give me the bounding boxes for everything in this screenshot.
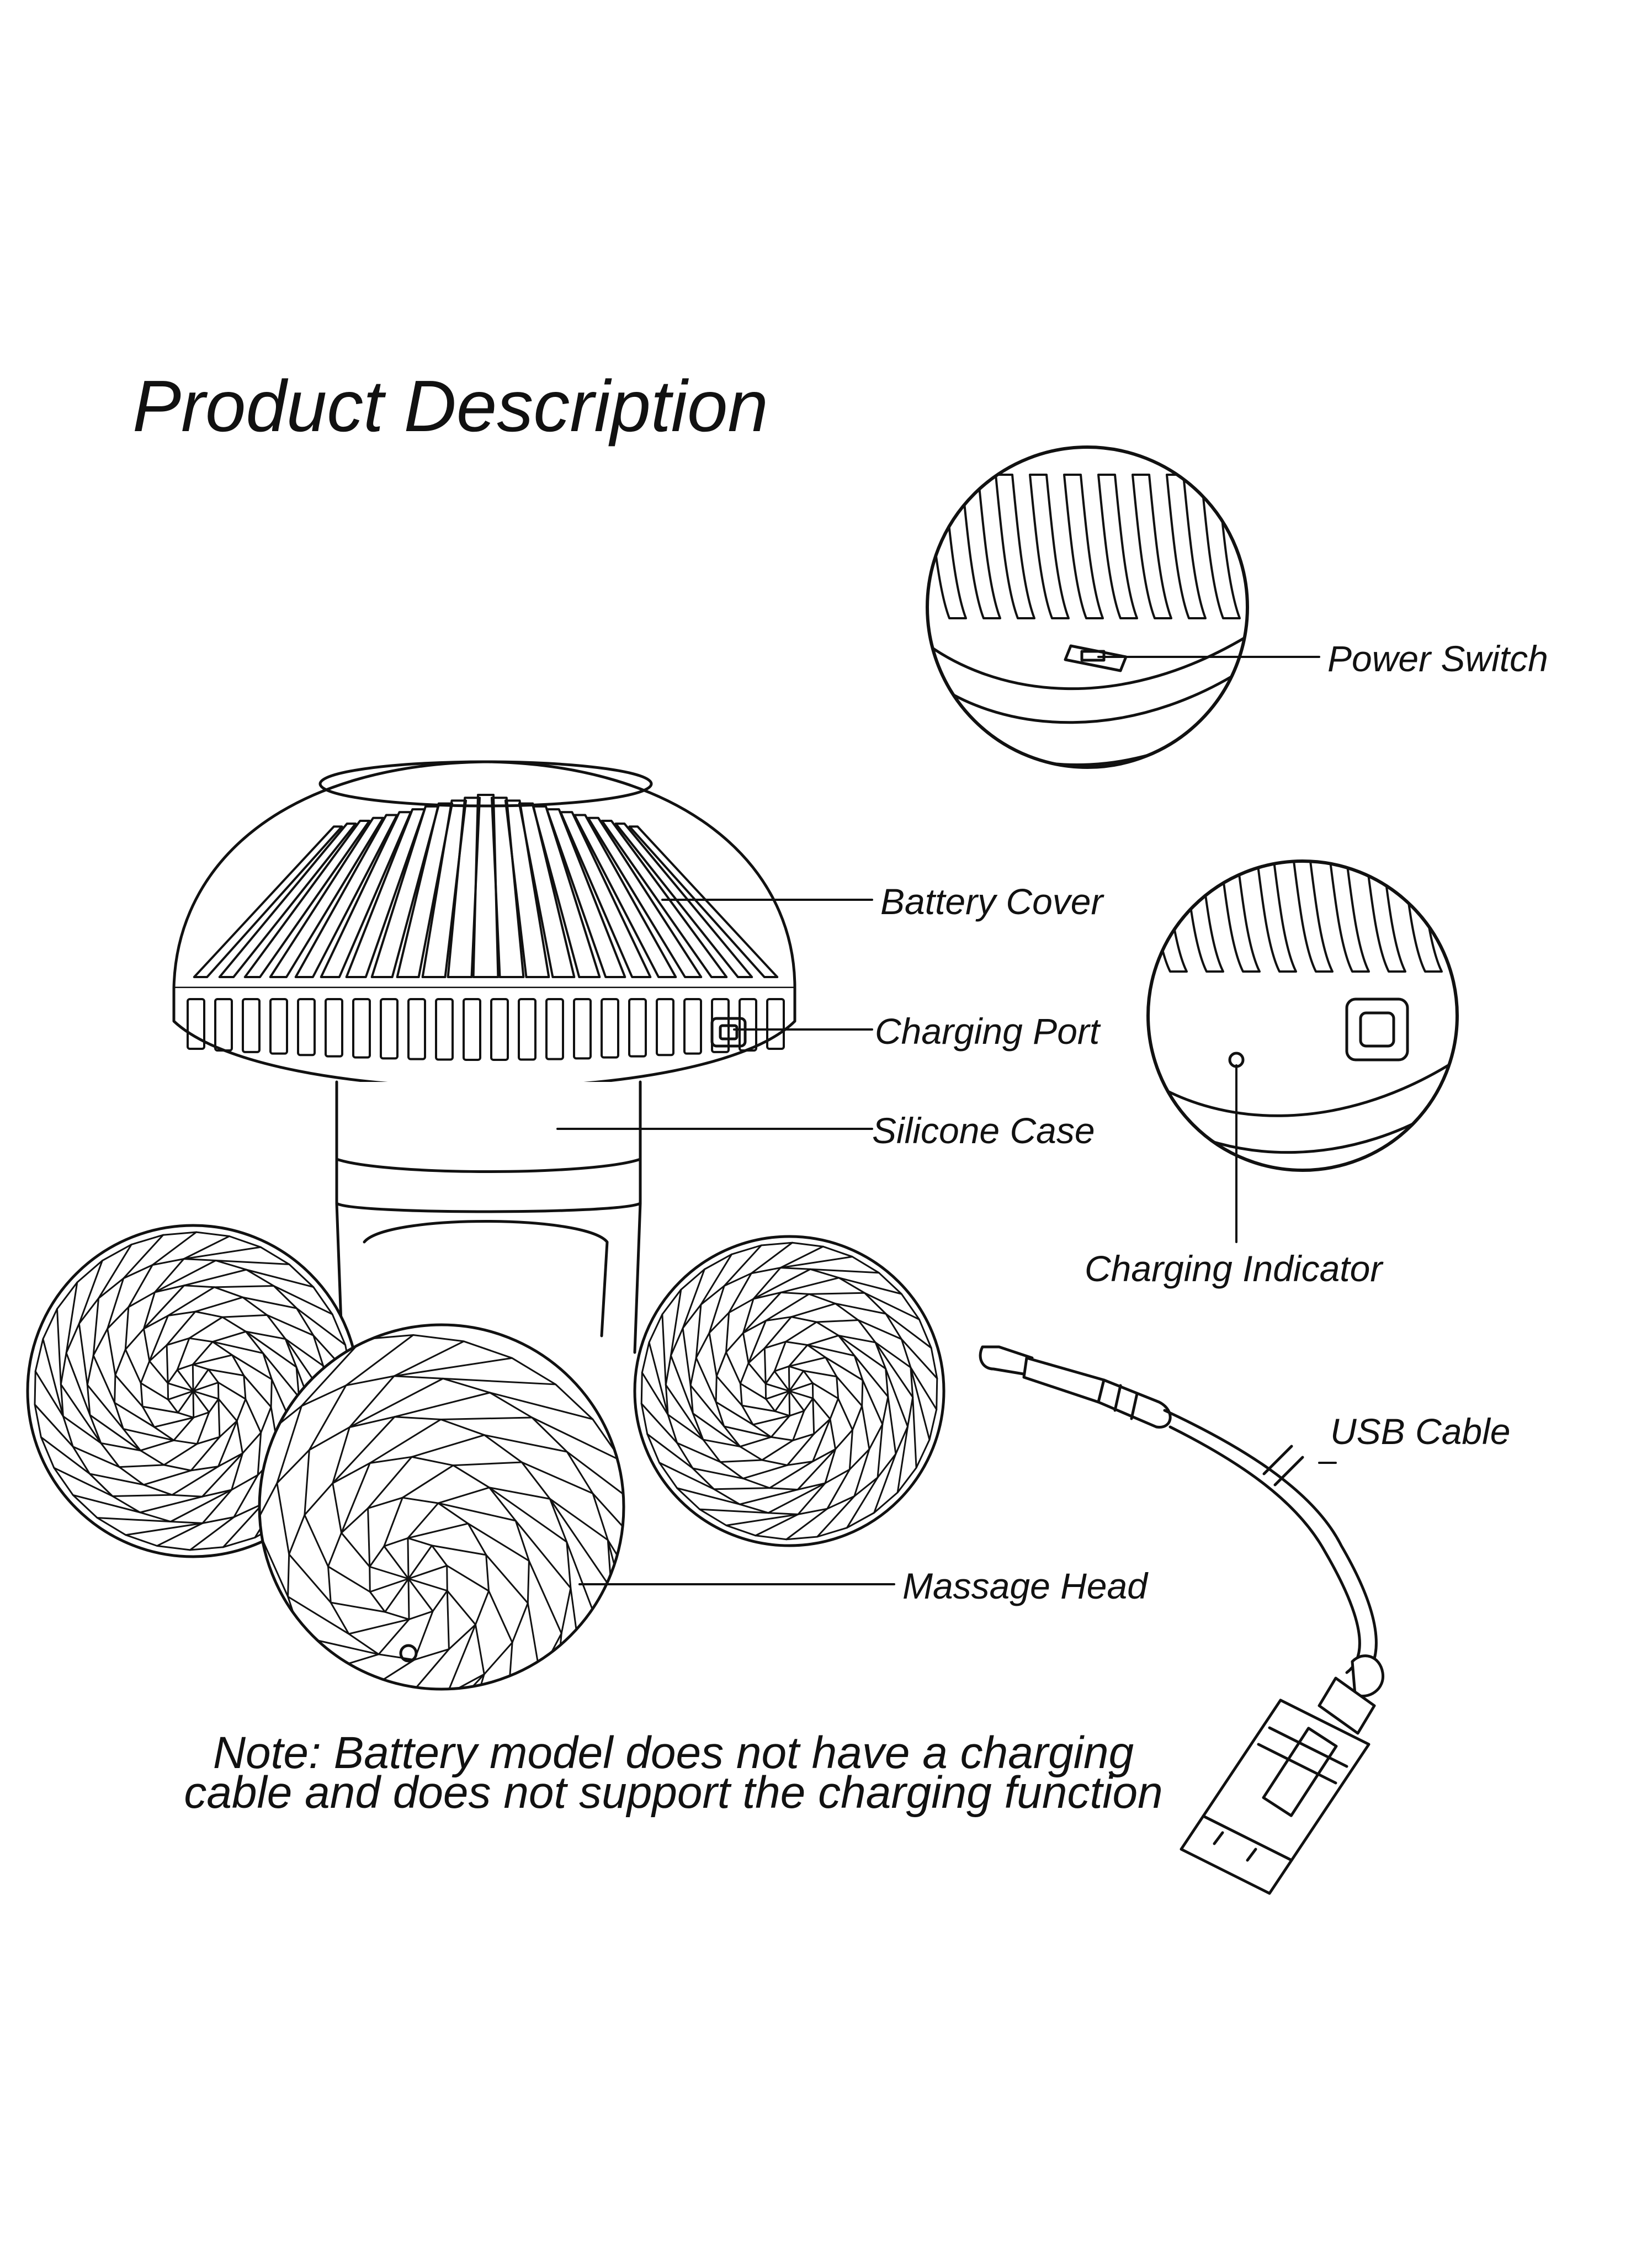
label-power-switch: Power Switch bbox=[1327, 638, 1548, 679]
note-line-1: Note: Battery model does not have a char… bbox=[213, 1728, 1134, 1778]
label-usb-cable: USB Cable bbox=[1330, 1411, 1511, 1452]
usb-cable-illustration bbox=[979, 1345, 1384, 1895]
battery-cover-cap bbox=[172, 760, 796, 1089]
leader-lines bbox=[556, 656, 1337, 1585]
label-battery-cover: Battery Cover bbox=[880, 881, 1103, 922]
page-title: Product Description bbox=[132, 365, 768, 447]
note-text: Note: Battery model does not have a char… bbox=[121, 1728, 1225, 1818]
label-charging-indicator: Charging Indicator bbox=[1085, 1248, 1383, 1289]
label-silicone-case: Silicone Case bbox=[872, 1110, 1095, 1151]
charging-indicator-detail bbox=[1146, 859, 1459, 1172]
silicone-case-stem bbox=[335, 1080, 642, 1354]
massage-head-right bbox=[633, 1235, 945, 1547]
label-massage-head: Massage Head bbox=[902, 1565, 1148, 1606]
massage-head-front bbox=[258, 1323, 625, 1691]
power-switch-detail bbox=[926, 445, 1249, 769]
label-charging-port: Charging Port bbox=[875, 1011, 1100, 1052]
note-line-2: cable and does not support the charging … bbox=[184, 1768, 1163, 1818]
